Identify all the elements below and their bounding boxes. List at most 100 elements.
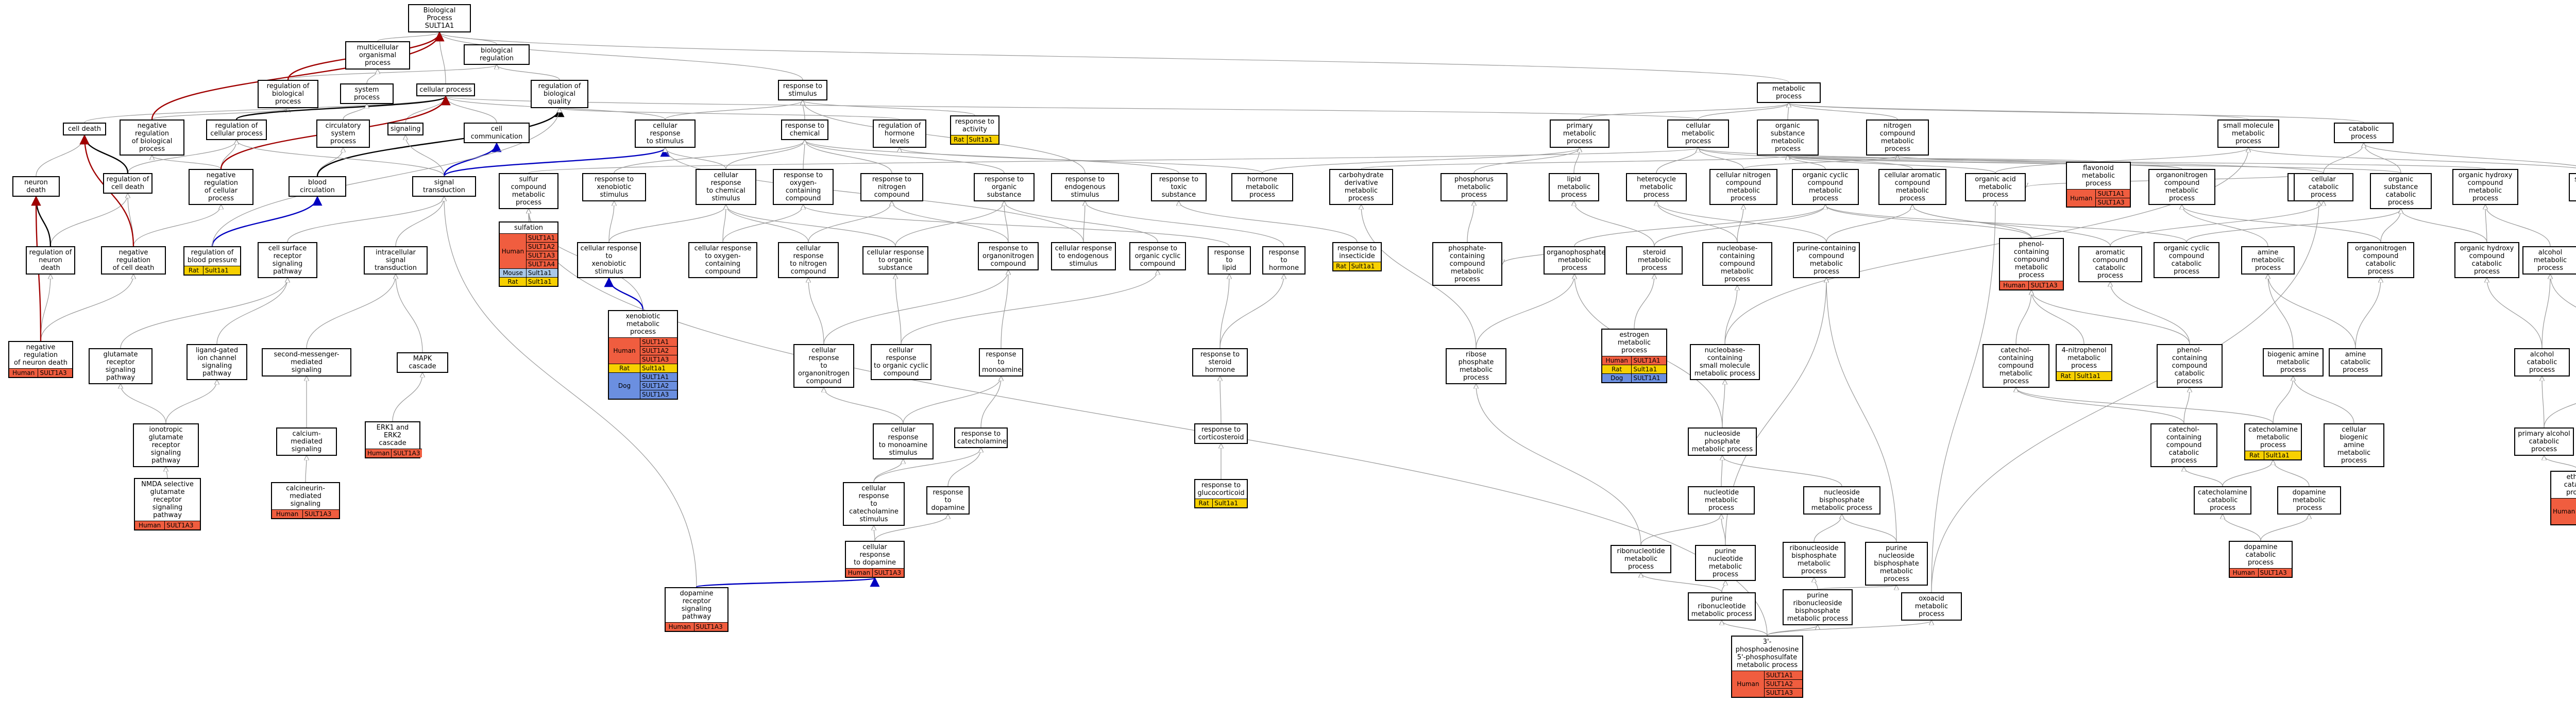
go-term-metproc[interactable]: metabolic process (1757, 82, 1821, 103)
go-term-rtooxy[interactable]: response to oxygen-containing compound (773, 169, 834, 205)
go-term-negregcelldeath[interactable]: negative regulation of cell death (101, 246, 166, 275)
go-term-crox[interactable]: cellular response to oxygen-containing c… (688, 242, 757, 278)
go-term-dopaminemet[interactable]: dopamine metabolic process (2277, 486, 2341, 515)
go-term-carbodeeriv[interactable]: carbohydrate derivative metabolic proces… (1329, 169, 1393, 205)
go-term-orgcyc[interactable]: organic cyclic compound metabolic proces… (1792, 169, 1859, 205)
go-term-catab[interactable]: catabolic process (2334, 123, 2394, 143)
go-term-ligandgated[interactable]: ligand-gated ion channel signaling pathw… (187, 344, 247, 380)
go-term-lipidmet[interactable]: lipid metabolic process (1549, 173, 1599, 201)
go-term-cellbiogenic[interactable]: cellular biogenic amine metabolic proces… (2324, 423, 2384, 467)
go-term-regneurdeath[interactable]: regulation of neuron death (26, 246, 75, 275)
go-term-neurdeath[interactable]: neuron death (12, 176, 60, 197)
go-term-rtocatechol[interactable]: response to catecholamine (954, 427, 1008, 448)
go-term-alcoholcat[interactable]: alcohol catabolic process (2514, 348, 2570, 376)
go-term-sysproc[interactable]: system process (340, 83, 394, 104)
go-term-cellmet[interactable]: cellular metabolic process (1667, 119, 1729, 148)
go-term-nucleotide[interactable]: nucleotide metabolic process (1688, 486, 1755, 515)
go-term-sulfcomp[interactable]: sulfur compound metabolic process (499, 173, 558, 209)
go-term-phenolcat[interactable]: phenol-containing compound catabolic pro… (2157, 344, 2223, 388)
go-term-ethanolcat[interactable]: ethanol catabolic processHumanSULT1A1SUL… (2550, 471, 2576, 525)
go-term-catecholamcat[interactable]: catecholamine catabolic process (2194, 486, 2251, 515)
go-term-secmess[interactable]: second-messenger-mediated signaling (262, 348, 351, 376)
go-term-bloodcirc[interactable]: blood circulation (289, 176, 346, 197)
go-term-celldeath[interactable]: cell death (63, 123, 106, 135)
go-term-nucleobase[interactable]: nucleobase-containing compound metabolic… (1702, 242, 1772, 286)
go-term-orgacid[interactable]: organic acid metabolic process (1965, 173, 2026, 201)
go-term-orghydcat[interactable]: organic hydroxy compound catabolic proce… (2454, 242, 2519, 278)
go-term-regbq[interactable]: regulation of biological quality (531, 80, 588, 108)
go-term-bp[interactable]: Biological Process SULT1A1 (408, 4, 471, 32)
go-term-ribosephos[interactable]: ribose phosphate metabolic process (1446, 348, 1506, 384)
go-term-rtostim[interactable]: response to stimulus (778, 80, 827, 100)
go-term-purinecont[interactable]: purine-containing compound metabolic pro… (1793, 242, 1860, 278)
go-term-glutrec[interactable]: glutamate receptor signaling pathway (89, 348, 152, 384)
go-term-purineribobis[interactable]: purine ribonucleoside bisphosphate metab… (1783, 589, 1853, 625)
go-term-catecholcat[interactable]: catechol-containing compound catabolic p… (2150, 423, 2217, 467)
go-term-ribonucl[interactable]: ribonucleotide metabolic process (1611, 545, 1671, 573)
go-term-smallmol[interactable]: small molecule metabolic process (2217, 119, 2279, 148)
go-term-crendo[interactable]: cellular response to endogenous stimulus (1051, 242, 1116, 270)
go-term-regcp[interactable]: regulation of cellular process (206, 119, 267, 140)
go-term-papsmet[interactable]: 3'-phosphoadenosine 5'-phosphosulfate me… (1731, 636, 1803, 698)
go-term-nitro[interactable]: nitrogen compound metabolic process (1866, 119, 1929, 156)
go-term-primalccat[interactable]: primary alcohol catabolic process (2514, 427, 2574, 456)
go-term-rtotoxic[interactable]: response to toxic substance (1151, 173, 1207, 201)
go-term-primmet[interactable]: primary metabolic process (1550, 119, 1609, 148)
go-term-oxoacid[interactable]: oxoacid metabolic process (1901, 592, 1962, 621)
go-term-organonitro[interactable]: organonitrogen compound metabolic proces… (2148, 169, 2215, 205)
go-term-ionotropic[interactable]: ionotropic glutamate receptor signaling … (133, 423, 199, 467)
go-term-aminemet[interactable]: amine metabolic process (2241, 246, 2295, 275)
go-term-orgsubcat[interactable]: organic substance catabolic process (2370, 173, 2432, 209)
go-term-crorgcyc[interactable]: cellular response to organic cyclic comp… (871, 344, 931, 380)
go-term-intracell[interactable]: intracellular signal transduction (364, 246, 428, 275)
go-term-catecholcont[interactable]: catechol-containing compound metabolic p… (1982, 344, 2049, 388)
go-term-rtolipid[interactable]: response to lipid (1208, 246, 1251, 275)
go-term-aromcat[interactable]: aromatic compound catabolic process (2078, 246, 2142, 282)
go-term-rtoorganon[interactable]: response to organonitrogen compound (978, 242, 1039, 270)
go-term-alcoholmet[interactable]: alcohol metabolic process (2522, 246, 2576, 275)
go-term-crorgsub[interactable]: cellular response to organic substance (862, 246, 928, 275)
go-term-rtonitro[interactable]: response to nitrogen compound (860, 173, 923, 201)
go-term-crorganon[interactable]: cellular response to organonitrogen comp… (793, 344, 854, 388)
go-term-sigtrans[interactable]: signal transduction (412, 176, 476, 197)
go-term-nucbisphos[interactable]: nucleoside bisphosphate metabolic proces… (1803, 486, 1880, 515)
go-term-negregbp[interactable]: negative regulation of biological proces… (120, 119, 184, 156)
go-term-phoscont[interactable]: phosphate-containing compound metabolic … (1432, 242, 1502, 286)
go-term-multi[interactable]: multicellular organismal process (345, 41, 410, 70)
go-term-regbp[interactable]: regulation of biological process (258, 80, 318, 108)
go-term-purinenucl[interactable]: purine nucleotide metabolic process (1695, 545, 1756, 581)
go-term-rtodopamine[interactable]: response to dopamine (926, 486, 970, 515)
go-term-cellproc[interactable]: cellular process (416, 83, 475, 96)
go-term-organonitcat[interactable]: organonitrogen compound catabolic proces… (2347, 242, 2414, 278)
go-term-rtoorgsub[interactable]: response to organic substance (974, 173, 1035, 201)
go-term-orghydroxy[interactable]: organic hydroxy compound metabolic proce… (2452, 169, 2518, 205)
go-term-rtohormone[interactable]: response to hormone (1262, 246, 1306, 275)
go-term-phosmet[interactable]: phosphorus metabolic process (1440, 173, 1507, 201)
go-term-orgcyccat[interactable]: organic cyclic compound catabolic proces… (2154, 242, 2219, 278)
go-term-rtoxeno[interactable]: response to xenobiotic stimulus (582, 173, 646, 201)
go-term-calcium[interactable]: calcium-mediated signaling (276, 427, 337, 456)
go-term-crmono[interactable]: cellular response to monoamine stimulus (873, 423, 934, 459)
go-term-crnitro[interactable]: cellular response to nitrogen compound (778, 242, 839, 278)
go-term-rtosteroid[interactable]: response to steroid hormone (1192, 348, 1248, 376)
go-term-bioreg[interactable]: biological regulation (464, 44, 530, 65)
go-term-organophos[interactable]: organophosphate metabolic process (1544, 246, 1605, 275)
go-term-smallmolcat[interactable]: small molecule catabolic process (2569, 173, 2576, 201)
go-term-cellarom[interactable]: cellular aromatic compound metabolic pro… (1878, 169, 1946, 205)
go-term-hormmet[interactable]: hormone metabolic process (1231, 173, 1293, 201)
go-term-circsys[interactable]: circulatory system process (316, 119, 370, 148)
go-term-phenolcont[interactable]: phenol-containing compound metabolic pro… (1999, 238, 2064, 290)
